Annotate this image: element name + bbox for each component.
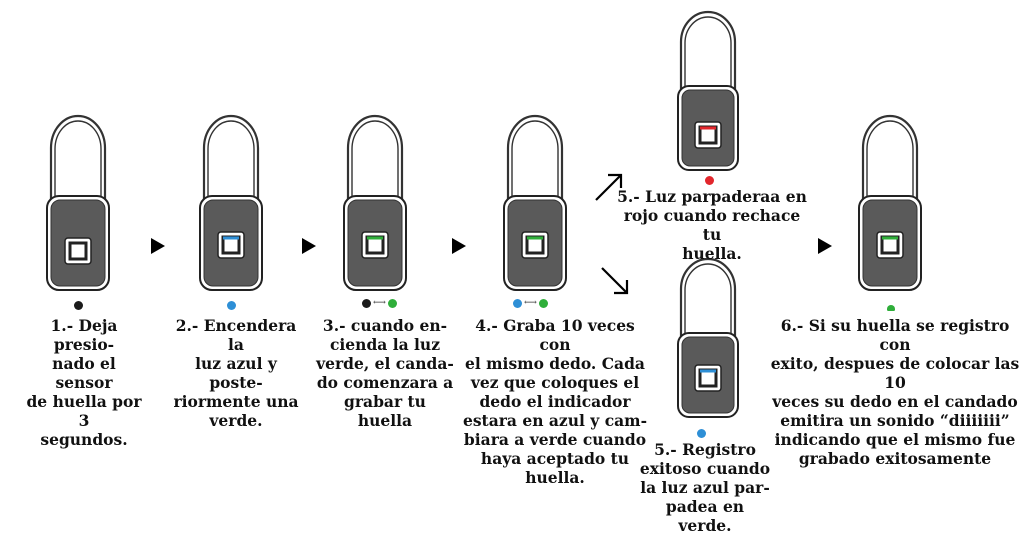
arrow-down-right-icon (601, 267, 629, 295)
padlock-step4 (503, 114, 567, 291)
padlock-step1 (46, 114, 110, 291)
indicator-blue-dot (227, 301, 236, 310)
indicator-green-dot (538, 299, 548, 308)
indicator-green-dot (387, 299, 397, 308)
indicator-blue-dot (697, 429, 706, 438)
transition-arrow-icon: ⟷ (524, 298, 537, 308)
padlock-step5b (677, 257, 739, 418)
indicator-blue-dot (513, 299, 522, 308)
step5b-text: 5.- Registro exitoso cuando la luz azul … (639, 440, 771, 535)
step3-text: 3.- cuando en- cienda la luz verde, el c… (316, 316, 454, 430)
padlock-step2 (199, 114, 263, 291)
indicator-blue-to-green: ⟷ (513, 299, 548, 308)
triangle-arrow-right-icon (302, 238, 316, 254)
triangle-arrow-right-icon (151, 238, 165, 254)
indicator-red-dot (705, 176, 714, 185)
indicator-green-dot (887, 305, 895, 311)
triangle-arrow-right-icon (818, 238, 832, 254)
step4-text: 4.- Graba 10 veces con el mismo dedo. Ca… (462, 316, 648, 487)
arrow-up-right-icon (595, 173, 623, 201)
padlock-step6 (858, 114, 922, 291)
indicator-off-to-green: ⟷ (362, 299, 397, 308)
step6-text: 6.- Si su huella se registro con exito, … (770, 316, 1020, 468)
triangle-arrow-right-icon (452, 238, 466, 254)
step2-text: 2.- Encendera la luz azul y poste- riorm… (173, 316, 299, 430)
step5a-text: 5.- Luz parpaderaa en rojo cuando rechac… (617, 187, 807, 263)
padlock-step5a (677, 10, 739, 171)
padlock-step3 (343, 114, 407, 291)
transition-arrow-icon: ⟷ (373, 298, 386, 308)
step1-text: 1.- Deja presio- nado el sensor de huell… (26, 316, 142, 449)
indicator-off-dot (74, 301, 83, 310)
indicator-off-dot (362, 299, 371, 308)
